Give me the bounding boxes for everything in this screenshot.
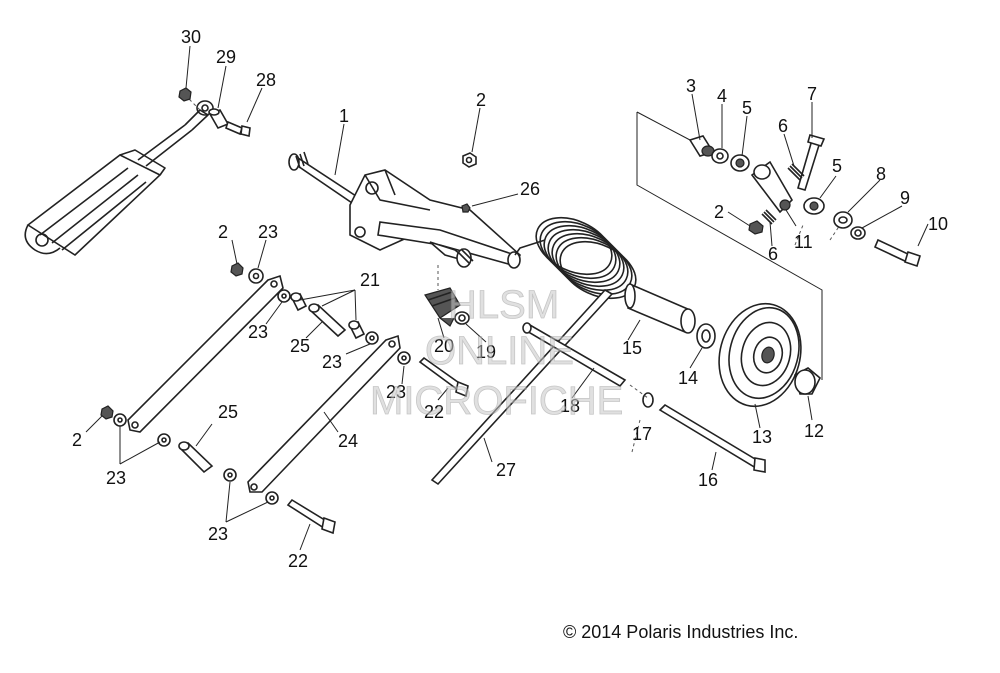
- part-2-nut-top: [462, 152, 477, 168]
- callout-7: 7: [807, 84, 817, 104]
- callout-4: 4: [717, 86, 727, 106]
- callout-17: 17: [632, 424, 652, 444]
- watermark: HLSM ONLINE MICROFICHE: [370, 283, 624, 424]
- part-14-washer: [696, 323, 716, 349]
- callout-5-b: 5: [832, 156, 842, 176]
- callout-6-b: 6: [768, 244, 778, 264]
- callout-23-b: 23: [248, 322, 268, 342]
- callout-12: 12: [804, 421, 824, 441]
- callout-23-c: 23: [322, 352, 342, 372]
- right-group-frame: [636, 111, 823, 380]
- callout-20: 20: [434, 336, 454, 356]
- part-19-washer: [454, 311, 470, 325]
- callout-22-a: 22: [424, 402, 444, 422]
- callout-2-top: 2: [476, 90, 486, 110]
- part-23-washer-f: [157, 433, 171, 447]
- part-6-spring-b: [761, 209, 777, 225]
- part-17-washer: [642, 392, 654, 408]
- part-2-nut-right: [748, 220, 764, 235]
- callout-22-b: 22: [288, 551, 308, 571]
- part-26-nut: [461, 203, 471, 213]
- callout-18: 18: [560, 396, 580, 416]
- part-20-clamp: [424, 287, 461, 327]
- part-8-washer: [833, 211, 853, 229]
- callout-21: 21: [360, 270, 380, 290]
- callout-2-left-a: 2: [218, 222, 228, 242]
- callout-29: 29: [216, 47, 236, 67]
- callout-23-a: 23: [258, 222, 278, 242]
- part-23-washer-a: [248, 268, 264, 284]
- callout-labels: 30 29 28 1 2 26 3 4 5 7 6 5 8 9 10 2 11 …: [72, 27, 948, 571]
- callout-8: 8: [876, 164, 886, 184]
- part-5-bearing-a: [730, 154, 750, 172]
- part-1-torque-arm: [288, 151, 521, 269]
- callout-2-right: 2: [714, 202, 724, 222]
- callout-3: 3: [686, 76, 696, 96]
- callout-23-f: 23: [208, 524, 228, 544]
- part-24-link-rail-lower: [247, 334, 401, 493]
- part-23-washer-g: [223, 468, 237, 482]
- callout-11: 11: [794, 232, 813, 252]
- part-23-washer-h: [265, 491, 279, 505]
- callout-10: 10: [928, 214, 948, 234]
- callout-16: 16: [698, 470, 718, 490]
- watermark-line2: ONLINE: [425, 329, 574, 373]
- leader-lines: [85, 45, 929, 551]
- callout-25-a: 25: [290, 336, 310, 356]
- part-2-nut-left-a: [230, 262, 244, 277]
- part-23-washer-d: [397, 351, 411, 365]
- callout-13: 13: [752, 427, 772, 447]
- part-23-washer-b: [277, 289, 291, 303]
- part-21-bushings: [290, 292, 366, 340]
- callout-23-d: 23: [386, 382, 406, 402]
- part-15-tube: [624, 283, 696, 334]
- callout-15: 15: [622, 338, 642, 358]
- shock-absorber-drawing: [24, 94, 214, 257]
- callout-14: 14: [678, 368, 698, 388]
- part-11-arm: [750, 160, 794, 214]
- part-5-bearing-b: [803, 197, 825, 215]
- part-18-rod: [522, 322, 627, 388]
- callout-28: 28: [256, 70, 276, 90]
- part-4-washer: [711, 148, 729, 164]
- callout-27: 27: [496, 460, 516, 480]
- part-2-nut-left-b: [100, 405, 114, 420]
- part-10-bolt: [873, 238, 921, 268]
- center-dash-leads: [629, 384, 649, 453]
- callout-19: 19: [476, 342, 496, 362]
- part-25-pin-lower: [178, 441, 214, 474]
- part-21-link-rail-upper: [127, 274, 284, 433]
- part-22-bolt-b: [286, 498, 336, 535]
- callout-26: 26: [520, 179, 540, 199]
- callout-6-a: 6: [778, 116, 788, 136]
- callout-9: 9: [900, 188, 910, 208]
- callout-5-a: 5: [742, 98, 752, 118]
- part-25-pin-upper: [308, 303, 347, 338]
- callout-2-left-b: 2: [72, 430, 82, 450]
- callout-24: 24: [338, 431, 358, 451]
- part-7-bolt: [797, 134, 826, 191]
- part-13-idler-wheel: [718, 302, 802, 408]
- callout-30: 30: [181, 27, 201, 47]
- watermark-line3: MICROFICHE: [370, 379, 623, 423]
- torsion-spring-coil: [514, 216, 637, 300]
- part-16-bolt: [658, 403, 766, 473]
- part-28-bolt: [225, 120, 251, 137]
- part-3-bushing: [688, 135, 715, 157]
- callout-1: 1: [339, 106, 349, 126]
- watermark-line1: HLSM: [448, 283, 559, 327]
- part-27-rod: [430, 288, 614, 486]
- part-9-washer: [850, 226, 866, 240]
- part-22-bolt-a: [418, 356, 469, 398]
- part-6-spring-a: [787, 163, 805, 181]
- copyright-text: © 2014 Polaris Industries Inc.: [563, 622, 798, 642]
- callout-23-e: 23: [106, 468, 126, 488]
- part-23-washer-e: [113, 413, 127, 427]
- callout-25-b: 25: [218, 402, 238, 422]
- part-30-nut: [178, 87, 192, 102]
- part-12-bushing: [794, 367, 821, 395]
- part-23-washer-c: [365, 331, 379, 345]
- part-29-bushing: [208, 108, 230, 130]
